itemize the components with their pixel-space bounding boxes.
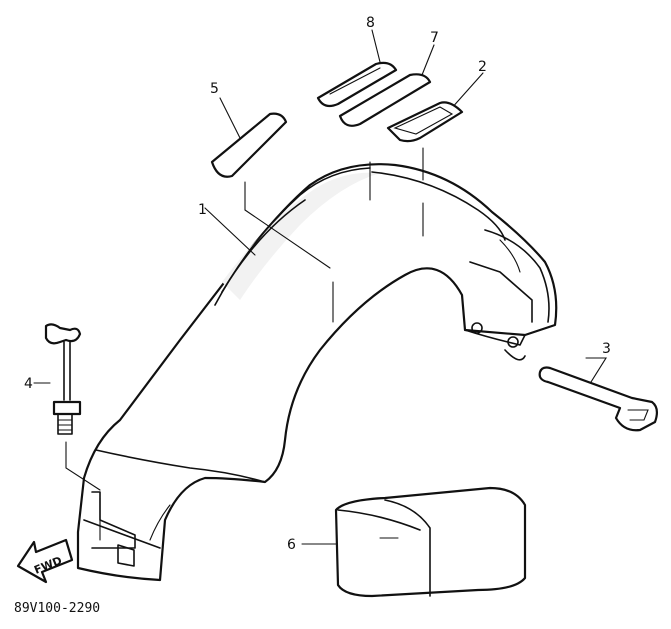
part-4-wing-bolt — [44, 323, 82, 435]
rear-fender — [76, 163, 558, 582]
callout-5: 5 — [210, 81, 219, 97]
callout-numbers: 1 2 3 4 5 6 7 8 — [24, 15, 611, 553]
part-5-decal — [210, 112, 288, 178]
callout-6: 6 — [287, 537, 296, 553]
callout-8: 8 — [366, 15, 375, 31]
part-3-rod — [538, 366, 659, 432]
part-7-emblem — [338, 73, 432, 127]
callout-1: 1 — [198, 202, 207, 218]
part-8-emblem — [316, 61, 398, 108]
fwd-arrow-icon: FWD — [16, 538, 74, 584]
callout-3: 3 — [602, 341, 611, 357]
diagram-code: 89V100-2290 — [14, 601, 100, 616]
part-6-box — [334, 486, 527, 598]
leader-lines — [65, 29, 607, 545]
callout-7: 7 — [430, 30, 439, 46]
callout-2: 2 — [478, 59, 487, 75]
part-2-reflector — [386, 101, 464, 143]
callout-4: 4 — [24, 376, 33, 392]
